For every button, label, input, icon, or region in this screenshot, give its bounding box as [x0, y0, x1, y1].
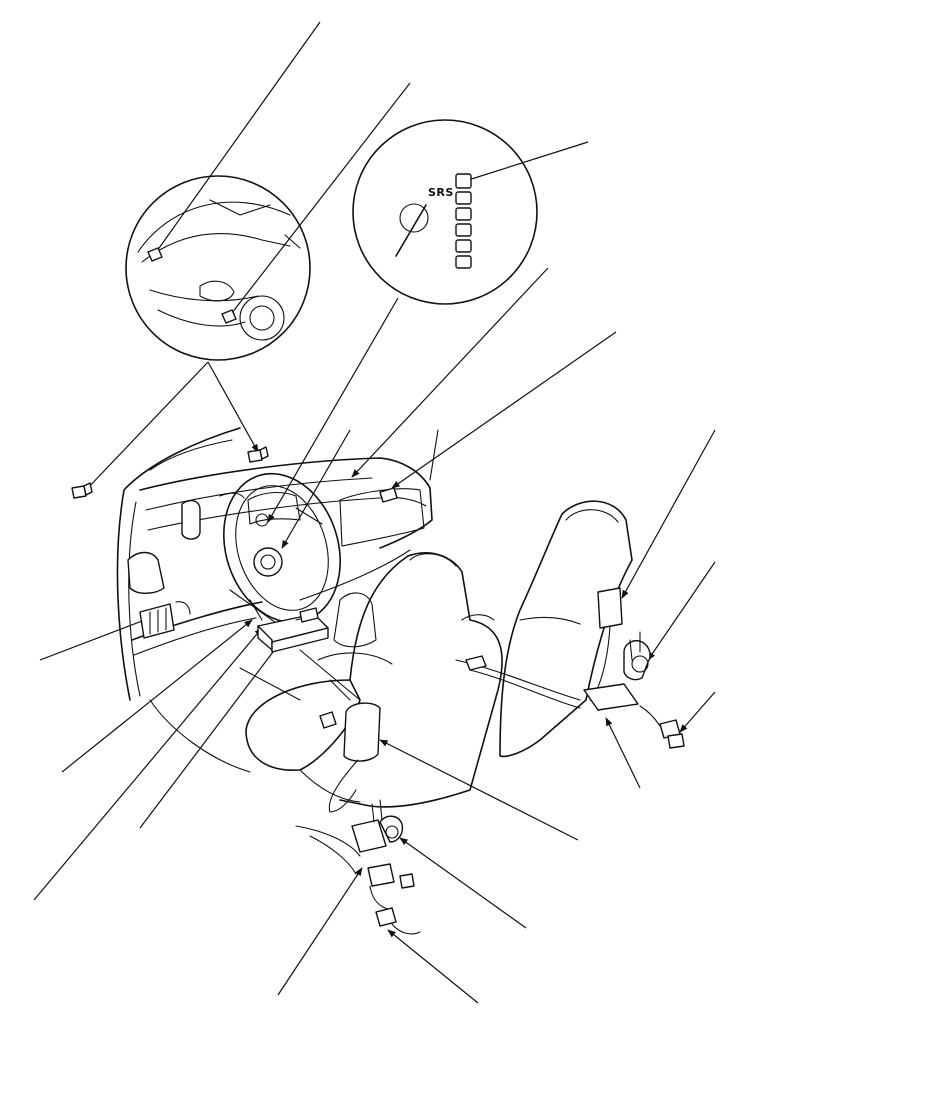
driver-seat: [245, 552, 503, 813]
leader-left-connector: [387, 929, 479, 1004]
leader-srs-indicator: [461, 141, 589, 183]
leader-front-impact-sensor-1: [151, 21, 321, 259]
leader-passenger-airbag-connector: [391, 331, 617, 489]
srs-unit: [257, 607, 329, 653]
center-console: [317, 592, 393, 701]
leader-right-connector: [679, 691, 716, 733]
leader-side-airbag: [379, 739, 579, 841]
leader-front-impact-sensor-2: [227, 82, 411, 319]
leader-hood-connector-1: [83, 361, 209, 493]
srs-indicator-detail: SRS: [352, 119, 538, 305]
vehicle-interior: [116, 427, 439, 773]
car-front-detail: [125, 175, 311, 361]
leader-side-sensor-right: [621, 429, 716, 599]
srs-indicator-label: SRS: [428, 186, 454, 199]
leader-clockspring: [61, 619, 253, 773]
leader-passenger-airbag: [351, 267, 549, 478]
leader-left-side-sensor: [277, 867, 363, 996]
hood-connector-left: [71, 482, 93, 499]
leader-seat-belt-tensioner-left: [399, 837, 527, 929]
leader-lines: [33, 21, 716, 1004]
lower-tensioner-assembly: [295, 799, 421, 935]
dash-connector: [139, 601, 191, 639]
leader-hood-connector-2: [207, 361, 259, 453]
leader-dash-connector: [39, 617, 151, 661]
steering-wheel: [222, 472, 342, 641]
passenger-seat: [455, 500, 685, 758]
leader-srs-unit: [139, 639, 283, 829]
hood-connector-right: [247, 446, 269, 463]
leader-steering-harness: [33, 627, 263, 901]
leader-indicator-to-cluster: [267, 297, 399, 523]
leader-driver-airbag: [281, 429, 351, 549]
leader-right-harness: [605, 717, 641, 789]
leader-seat-belt-tensioner-right: [647, 561, 716, 661]
